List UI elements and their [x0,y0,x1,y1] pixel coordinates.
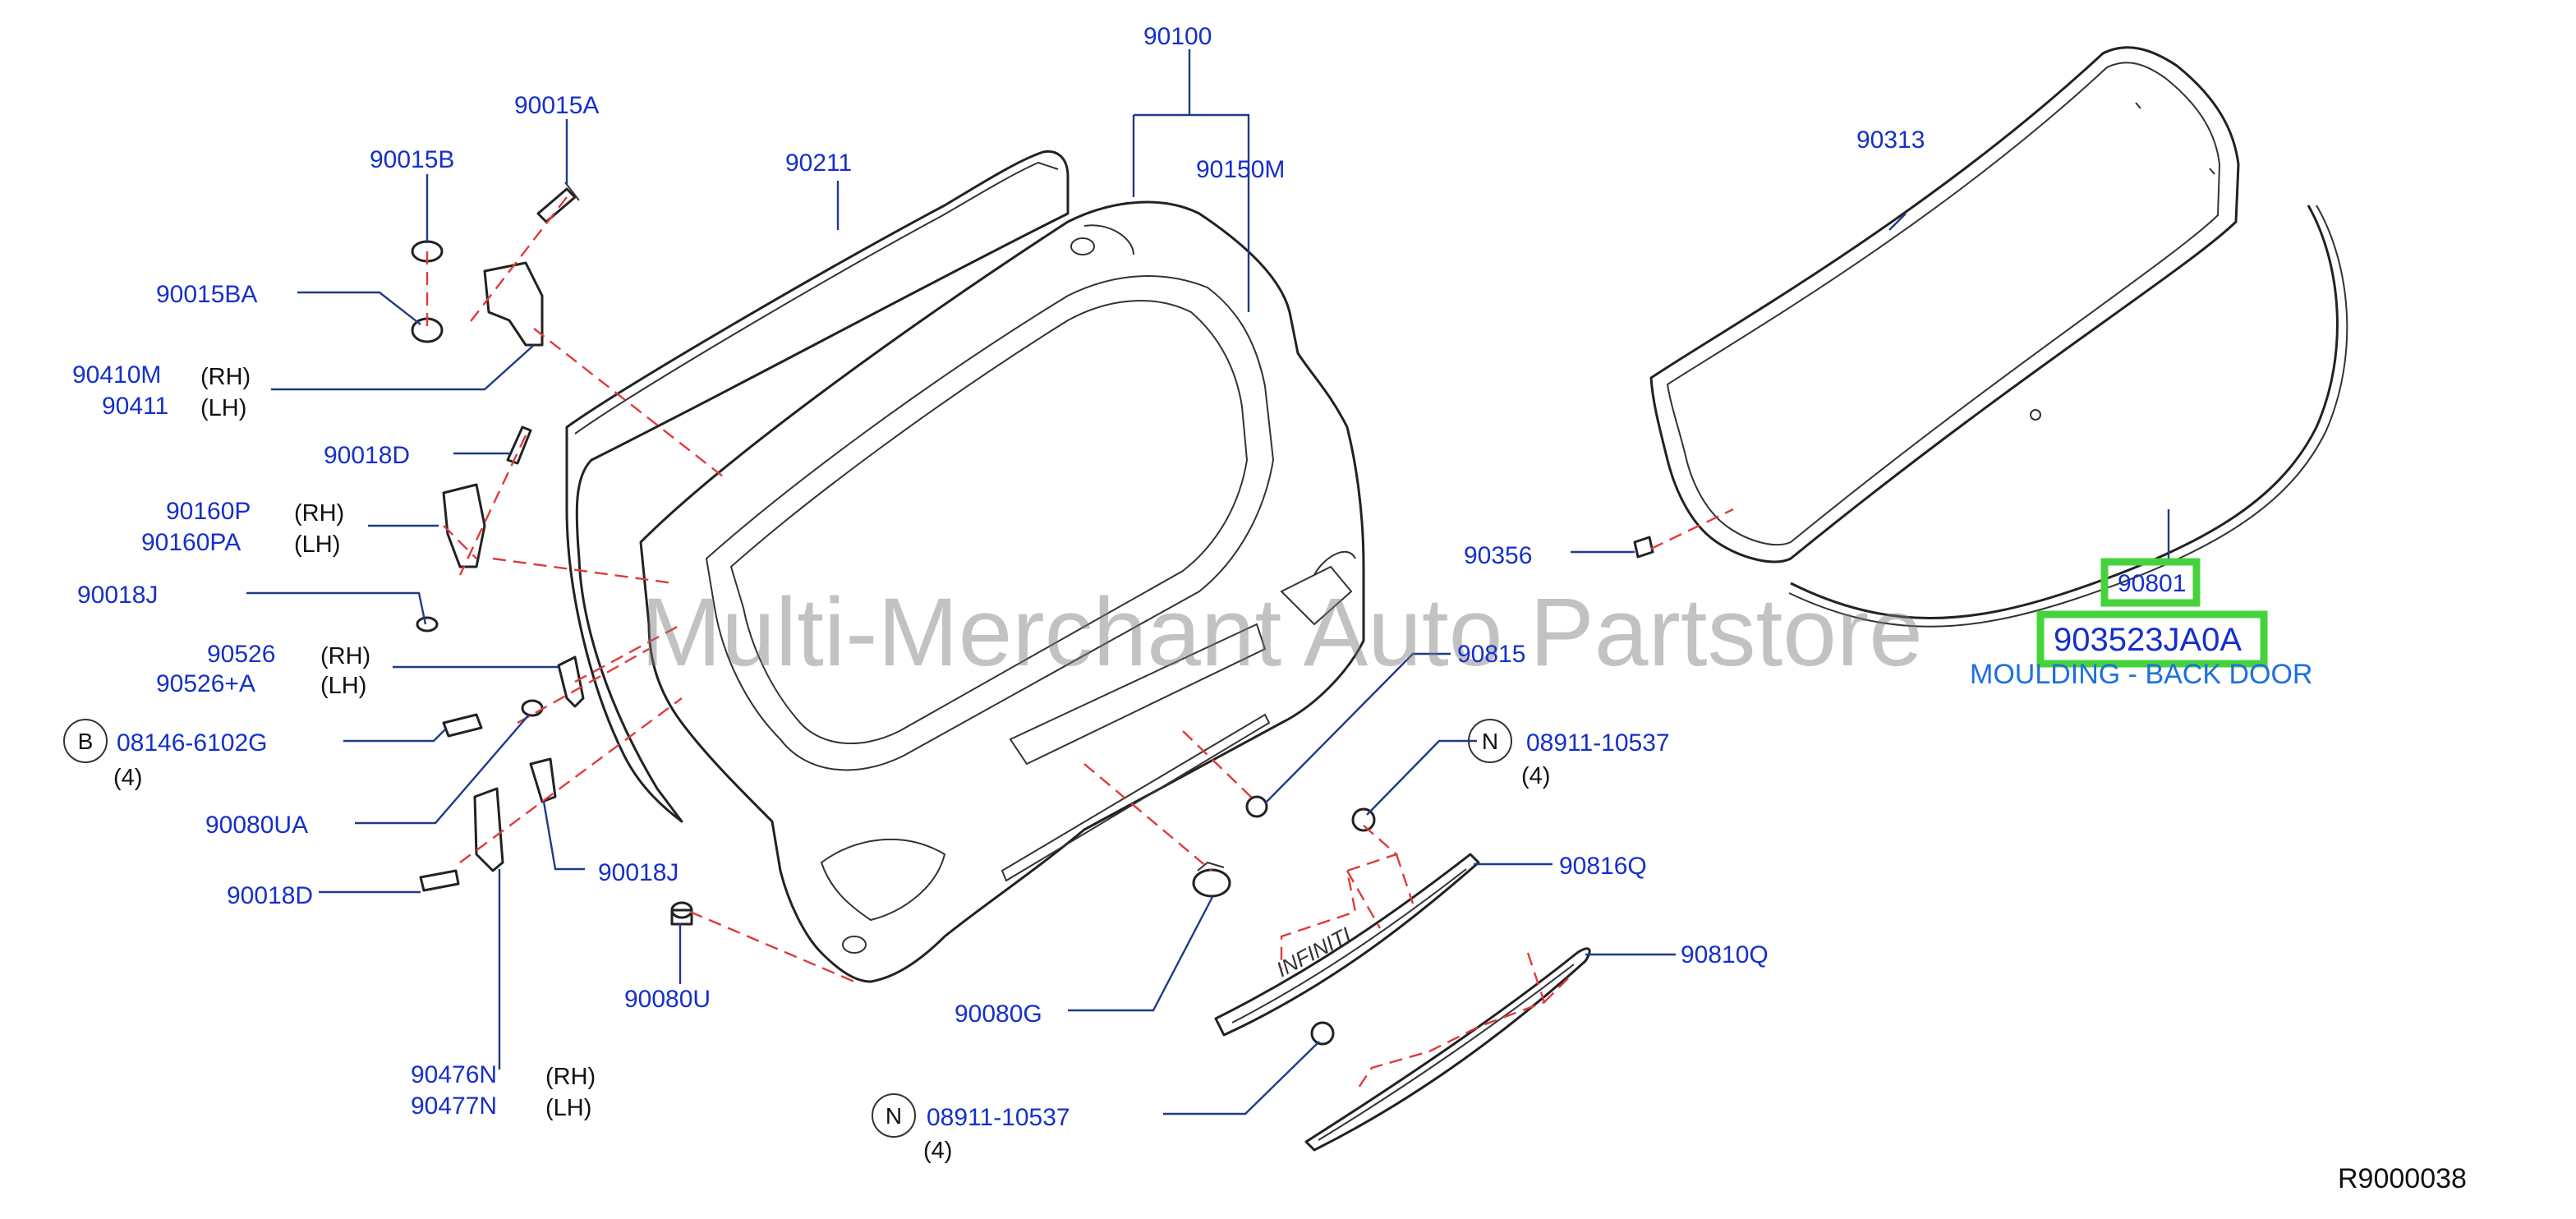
label-90411[interactable]: 90411 [102,393,168,420]
label-90080UA[interactable]: 90080UA [205,812,308,839]
label-90018D-bottom[interactable]: 90018D [227,882,313,909]
label-90356[interactable]: 90356 [1464,542,1532,569]
label-90018J-mid[interactable]: 90018J [598,859,678,886]
label-90018D-top[interactable]: 90018D [324,442,410,469]
label-90160P[interactable]: 90160P [166,498,251,525]
callout-circles: B N N [63,719,1512,1138]
side-lh-90477N: (LH) [545,1095,591,1121]
label-90526[interactable]: 90526 [207,641,275,668]
back-door-moulding [1788,205,2348,628]
label-90080U[interactable]: 90080U [624,986,711,1013]
watermark: Multi-Merchant Auto Partstore [641,578,1923,687]
leader-lines [246,49,2170,1116]
qty-08911-bottom: (4) [923,1138,952,1164]
label-08911-10537-bottom[interactable]: 08911-10537 [927,1104,1070,1131]
label-90476N[interactable]: 90476N [411,1061,497,1088]
label-90018J-left[interactable]: 90018J [77,582,158,609]
label-90100[interactable]: 90100 [1143,23,1212,50]
back-door-garnish: INFINITI [1214,853,1480,1037]
assembly-lines [426,196,1734,1093]
side-rh-90410M: (RH) [200,364,251,390]
label-90015BA[interactable]: 90015BA [156,281,257,308]
label-90815[interactable]: 90815 [1457,641,1525,668]
label-90410M[interactable]: 90410M [72,361,161,389]
label-90150M[interactable]: 90150M [1196,156,1285,183]
circle-n-letter-bottom: N [886,1103,902,1129]
back-door-lower-garnish [1304,947,1591,1152]
part-labels: 90100 90211 90150M 90313 90015A 90015B 9… [72,23,1925,1164]
label-90015A[interactable]: 90015A [514,92,599,119]
back-door-panel [565,150,1365,983]
side-lh-90160PA: (LH) [294,531,340,558]
highlight-part-number[interactable]: 90801 [2118,570,2186,597]
qty-08911-top: (4) [1521,763,1550,789]
back-window-glass [1649,46,2240,564]
label-90313[interactable]: 90313 [1856,126,1925,154]
qty-08146: (4) [113,765,142,791]
side-rh-90526: (RH) [320,643,370,669]
diagram-reference: R9000038 [2338,1163,2467,1194]
highlighted-part: 90801 903523JA0A MOULDING - BACK DOOR [1970,558,2312,690]
highlight-catalog-number[interactable]: 903523JA0A [2054,622,2242,658]
emblem-text: INFINITI [1272,922,1355,982]
side-lh-90411: (LH) [200,395,246,421]
circle-b-letter: B [78,729,94,754]
label-90810Q[interactable]: 90810Q [1681,941,1769,968]
side-rh-90476N: (RH) [545,1064,596,1090]
side-rh-90160P: (RH) [294,500,344,527]
label-90526A[interactable]: 90526+A [156,670,255,697]
circle-n-letter-top: N [1482,729,1498,754]
label-90477N[interactable]: 90477N [411,1092,497,1120]
label-90160PA[interactable]: 90160PA [141,529,241,556]
side-lh-90526A: (LH) [320,673,366,699]
highlight-description: MOULDING - BACK DOOR [1970,659,2312,690]
label-08911-10537-top[interactable]: 08911-10537 [1526,729,1670,757]
highlight-box-catalog-number [2036,610,2268,668]
label-08146-6102G[interactable]: 08146-6102G [117,729,268,757]
label-90816Q[interactable]: 90816Q [1559,853,1647,880]
label-90080G[interactable]: 90080G [954,1000,1042,1028]
highlight-box-part-number [2100,558,2201,607]
label-90015B[interactable]: 90015B [370,146,454,173]
label-90211[interactable]: 90211 [785,150,852,177]
